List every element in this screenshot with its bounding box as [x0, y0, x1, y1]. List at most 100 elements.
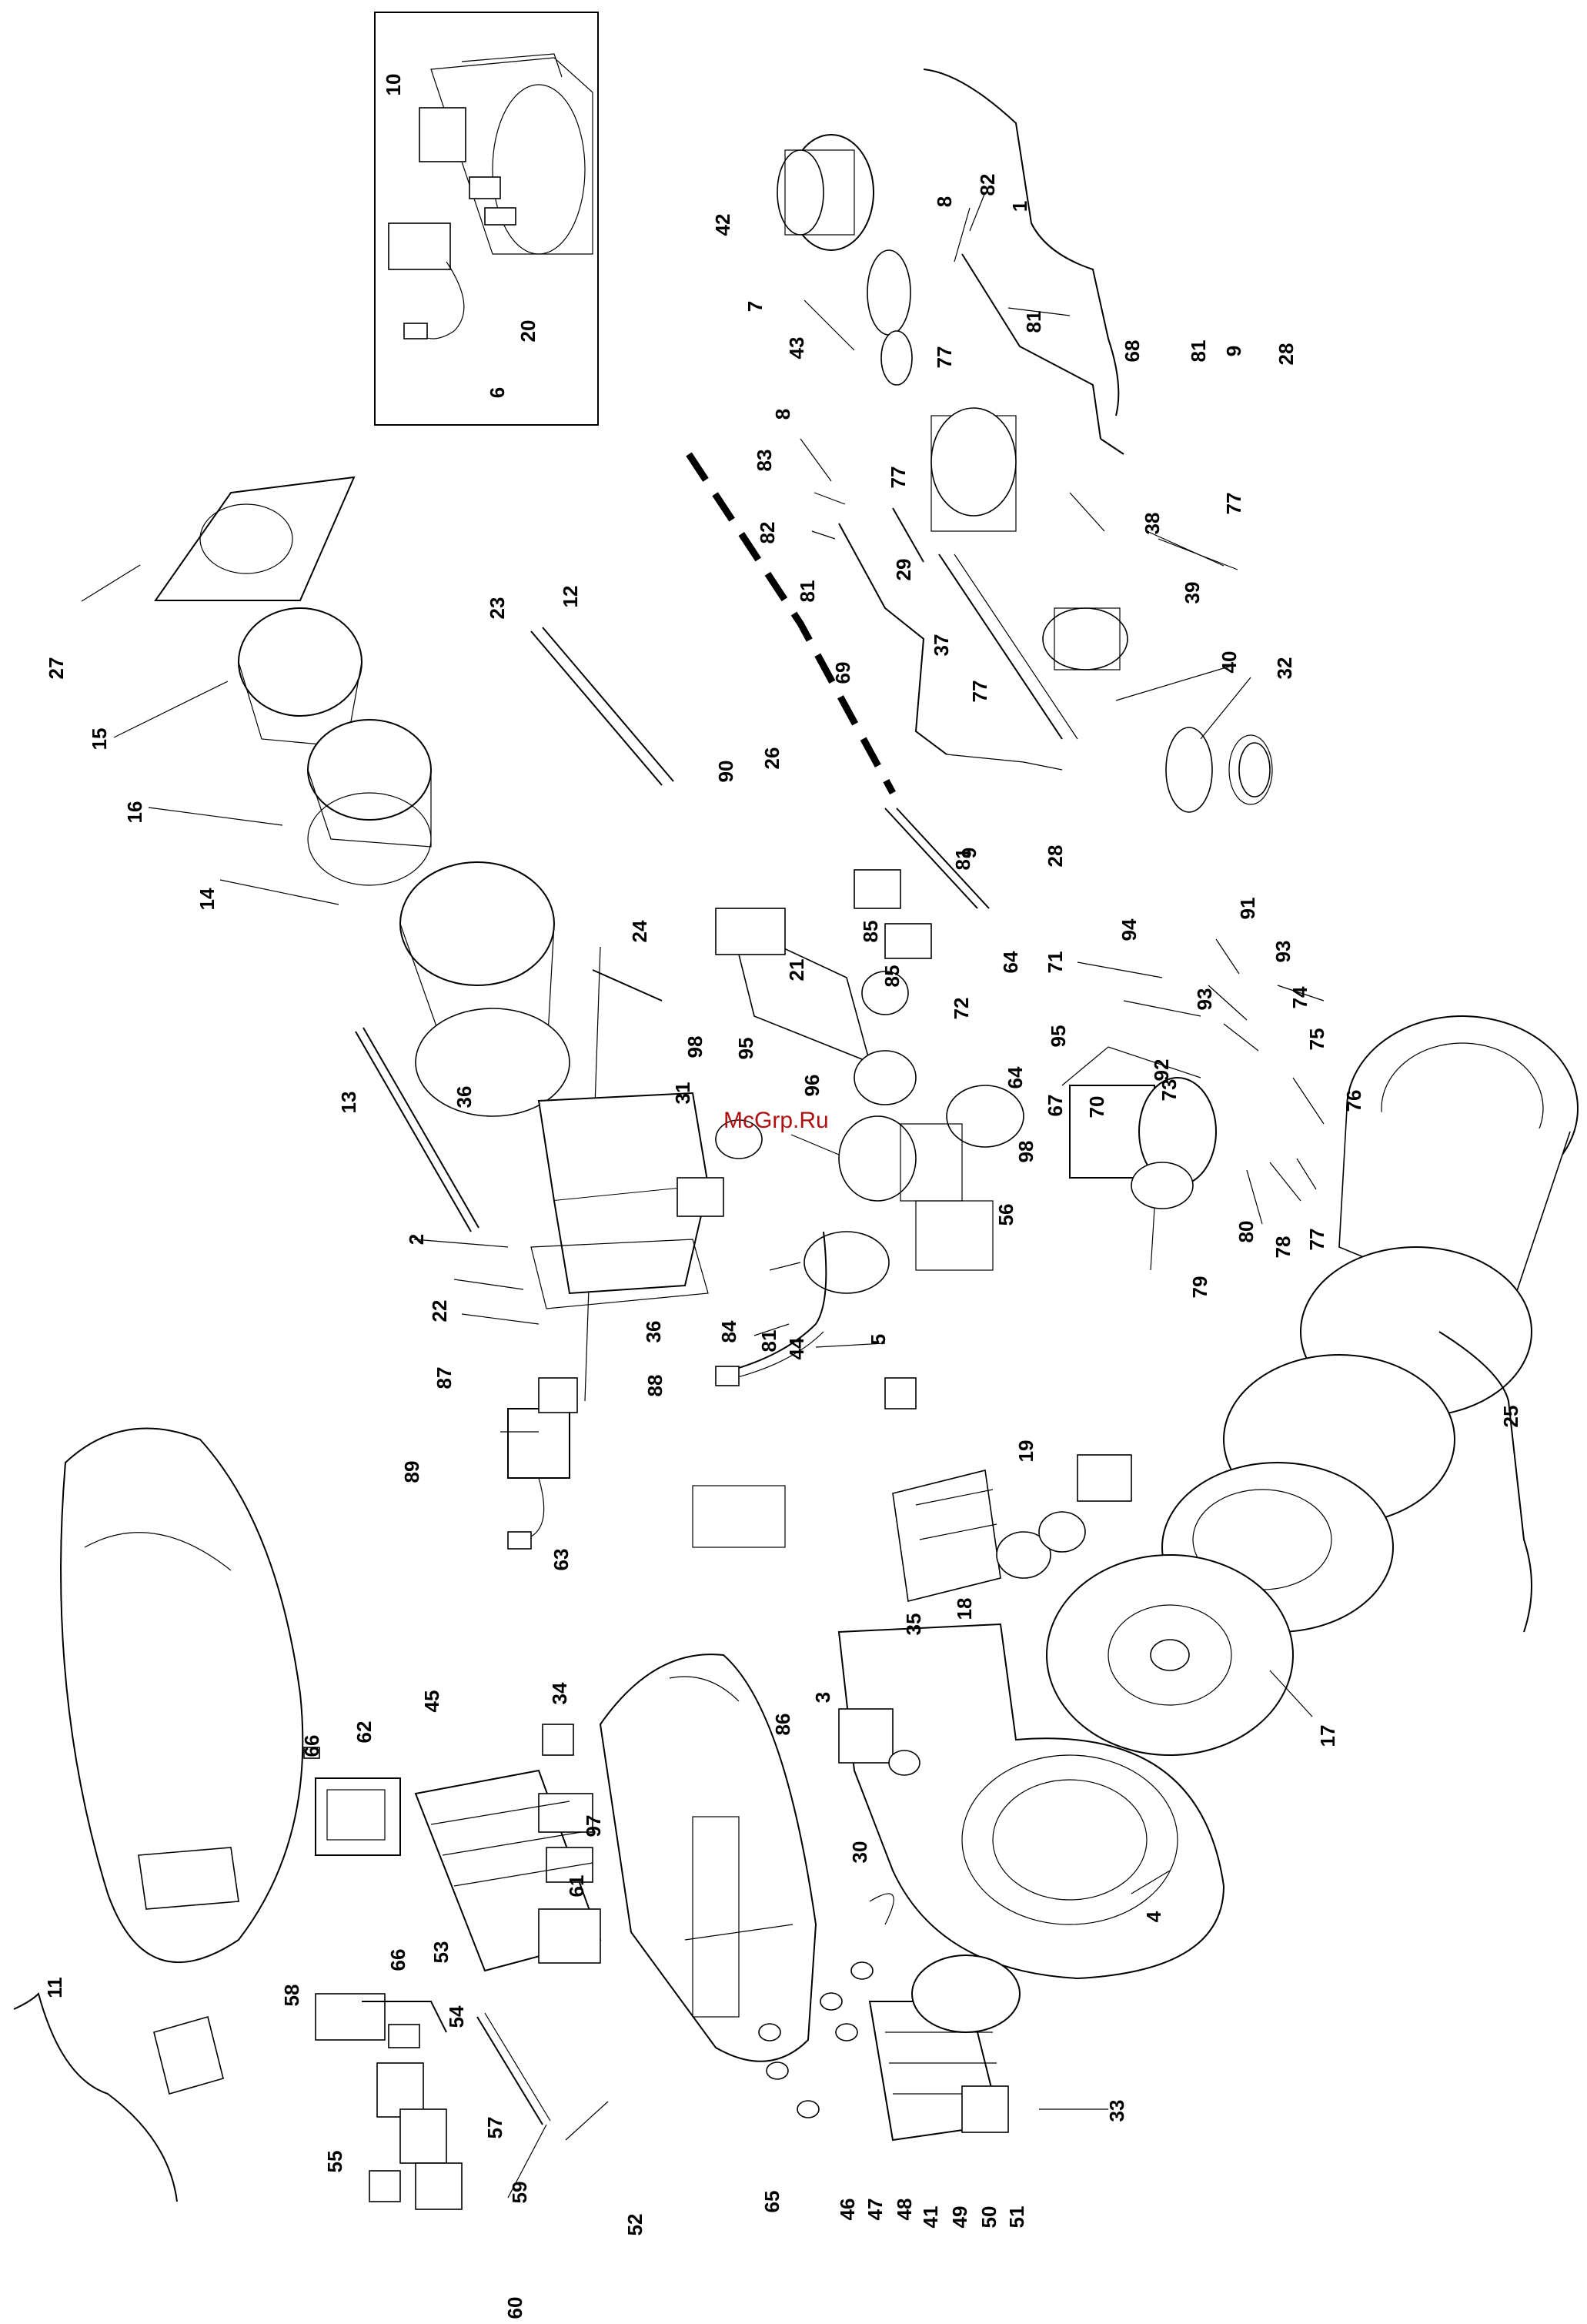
callout-label-52: 52 — [623, 2214, 646, 2236]
watermark-text: McGrp.Ru — [723, 1108, 829, 1133]
callout-label-83: 83 — [753, 450, 776, 472]
callout-label-71: 71 — [1044, 951, 1067, 974]
bracket-1 — [923, 69, 1120, 416]
callout-label-8b: 8 — [771, 409, 794, 420]
small-parts-bin — [315, 1993, 463, 2210]
bracket-25 — [1438, 1331, 1532, 1633]
callout-labels: 1234567889910111213141516171819202122232… — [43, 74, 1522, 2319]
callout-label-85a: 85 — [859, 921, 882, 943]
callout-label-36a: 36 — [453, 1086, 476, 1108]
callout-label-9b: 9 — [957, 848, 981, 858]
bracket-55 — [362, 2001, 447, 2033]
callout-label-29: 29 — [892, 559, 915, 581]
display-62 — [303, 1747, 401, 1856]
callout-label-25: 25 — [1499, 1406, 1522, 1428]
callout-label-58: 58 — [280, 1985, 303, 2007]
leader-lines — [81, 192, 1325, 2199]
callout-label-35: 35 — [902, 1613, 925, 1636]
callout-label-60: 60 — [503, 2297, 526, 2319]
callout-label-74: 74 — [1288, 986, 1311, 1008]
callout-label-77c: 77 — [1222, 493, 1245, 515]
callout-label-85b: 85 — [880, 965, 904, 988]
callout-label-89: 89 — [400, 1461, 423, 1483]
gas-pipe-assembly — [838, 253, 1124, 771]
callout-label-66b: 66 — [386, 1949, 409, 1971]
callout-label-10: 10 — [382, 74, 405, 96]
callout-label-34: 34 — [548, 1682, 571, 1704]
callout-label-1: 1 — [1008, 201, 1031, 212]
callout-label-14: 14 — [195, 888, 219, 910]
callout-label-36b: 36 — [642, 1321, 665, 1343]
callout-label-22: 22 — [428, 1300, 451, 1323]
control-panel — [414, 1724, 602, 1972]
callout-label-67: 67 — [1044, 1095, 1067, 1117]
callout-label-79: 79 — [1188, 1276, 1211, 1299]
callout-label-88: 88 — [643, 1375, 667, 1397]
callout-label-23: 23 — [486, 597, 509, 620]
callout-label-87: 87 — [433, 1367, 456, 1389]
callout-label-32: 32 — [1273, 657, 1296, 680]
callout-label-28b: 28 — [1044, 845, 1067, 868]
callout-label-53: 53 — [429, 1941, 453, 1964]
callout-label-98b: 98 — [1014, 1141, 1037, 1163]
callout-label-81d: 81 — [951, 848, 974, 871]
callout-label-86: 86 — [771, 1714, 794, 1736]
fan-housing — [837, 1623, 1225, 1980]
fittings-column — [758, 1961, 874, 2118]
callout-label-46: 46 — [836, 2199, 859, 2221]
cover-11 — [60, 1427, 304, 2095]
burner-head-assembly — [777, 134, 1273, 813]
callout-label-30: 30 — [848, 1841, 871, 1864]
callout-label-17: 17 — [1316, 1725, 1339, 1747]
callout-label-9a: 9 — [1222, 346, 1245, 356]
callout-label-91: 91 — [1236, 898, 1259, 920]
callout-label-7: 7 — [743, 301, 767, 312]
callout-label-6: 6 — [486, 387, 509, 398]
callout-label-12: 12 — [559, 586, 582, 608]
callout-label-55: 55 — [323, 2151, 346, 2173]
callout-label-84: 84 — [717, 1320, 740, 1343]
callout-label-38: 38 — [1141, 513, 1164, 535]
callout-label-50: 50 — [977, 2206, 1001, 2229]
callout-label-56: 56 — [994, 1204, 1017, 1226]
callout-label-93a: 93 — [1193, 988, 1216, 1011]
callout-label-3: 3 — [811, 1692, 834, 1703]
callout-label-41: 41 — [919, 2206, 942, 2229]
callout-label-77a: 77 — [933, 346, 956, 369]
callout-label-97: 97 — [582, 1815, 605, 1837]
callout-label-19: 19 — [1014, 1440, 1037, 1463]
blast-tube-assembly — [154, 476, 570, 1117]
motor-79 — [1061, 1046, 1217, 1209]
small-connector-bracket — [692, 1377, 917, 1548]
inset-detail-box — [374, 12, 599, 426]
callout-label-82b: 82 — [756, 522, 779, 544]
callout-label-47: 47 — [864, 2199, 887, 2221]
callout-label-73: 73 — [1158, 1079, 1181, 1102]
air-box-25 — [1161, 1015, 1579, 1633]
callout-label-77b: 77 — [887, 466, 910, 489]
callout-label-94: 94 — [1118, 918, 1141, 941]
callout-label-4: 4 — [1142, 1911, 1165, 1922]
callout-label-81b: 81 — [1187, 340, 1210, 363]
callout-label-81a: 81 — [1022, 311, 1045, 333]
callout-label-28a: 28 — [1275, 343, 1298, 366]
callout-label-95a: 95 — [734, 1038, 757, 1060]
callout-label-49: 49 — [948, 2206, 971, 2229]
callout-label-5: 5 — [867, 1334, 890, 1345]
callout-label-77d: 77 — [968, 680, 991, 703]
callout-label-95b: 95 — [1047, 1025, 1070, 1048]
callout-label-59: 59 — [508, 2182, 531, 2204]
callout-label-51: 51 — [1005, 2206, 1028, 2229]
fan-wheel-17 — [1046, 1554, 1294, 1756]
callout-label-48: 48 — [893, 2199, 916, 2221]
callout-label-15: 15 — [88, 728, 111, 751]
callout-label-92: 92 — [1150, 1059, 1173, 1082]
callout-label-90: 90 — [714, 761, 737, 783]
callout-label-81e: 81 — [757, 1330, 780, 1353]
burner-housing — [530, 869, 1201, 1309]
mounting-rails — [355, 627, 674, 1402]
callout-label-68: 68 — [1121, 340, 1144, 363]
separator-dashed-line — [686, 452, 896, 795]
callout-label-13: 13 — [337, 1092, 360, 1114]
callout-label-33: 33 — [1105, 2100, 1128, 2122]
